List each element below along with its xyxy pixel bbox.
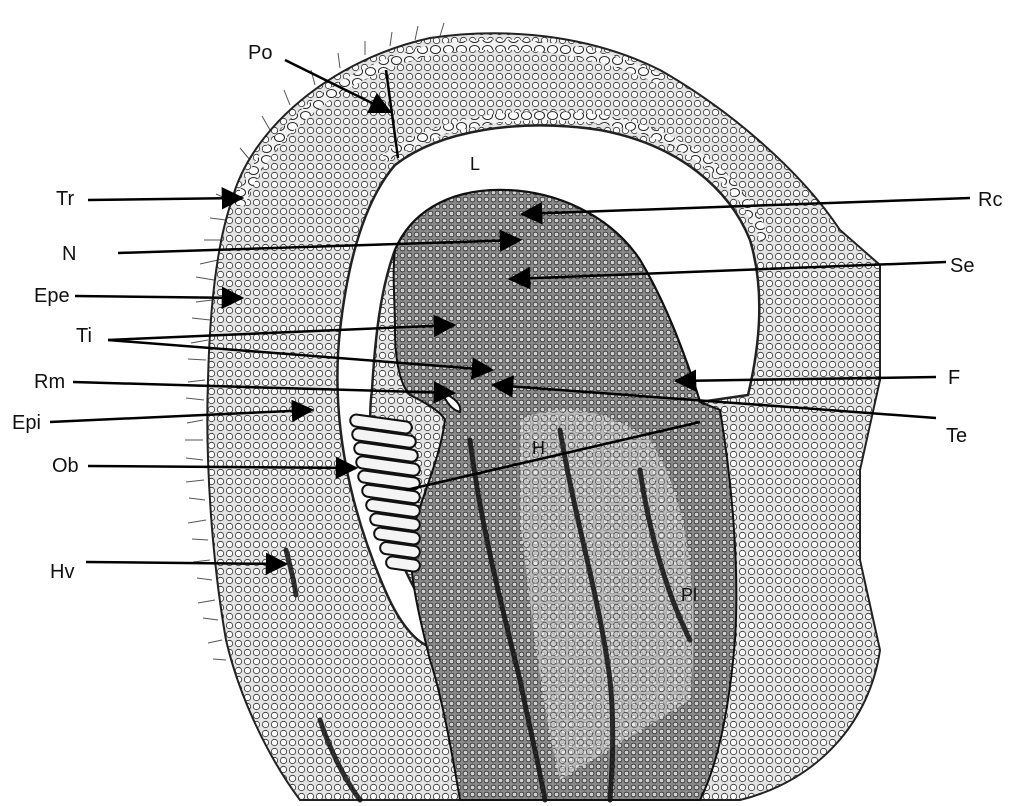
- label-ti: Ti: [76, 326, 92, 346]
- label-hv: Hv: [50, 562, 74, 582]
- label-ob: Ob: [52, 456, 79, 476]
- label-po: Po: [248, 43, 272, 63]
- label-se: Se: [950, 256, 974, 276]
- label-rc: Rc: [978, 190, 1002, 210]
- label-te: Te: [946, 426, 967, 446]
- label-pl: Pl: [681, 586, 697, 604]
- label-epe: Epe: [34, 286, 70, 306]
- label-tr: Tr: [56, 189, 74, 209]
- label-n: N: [62, 244, 76, 264]
- label-f: F: [948, 368, 960, 388]
- label-rm: Rm: [34, 372, 65, 392]
- label-l: L: [470, 155, 480, 173]
- label-h: H: [532, 439, 545, 457]
- label-epi: Epi: [12, 413, 41, 433]
